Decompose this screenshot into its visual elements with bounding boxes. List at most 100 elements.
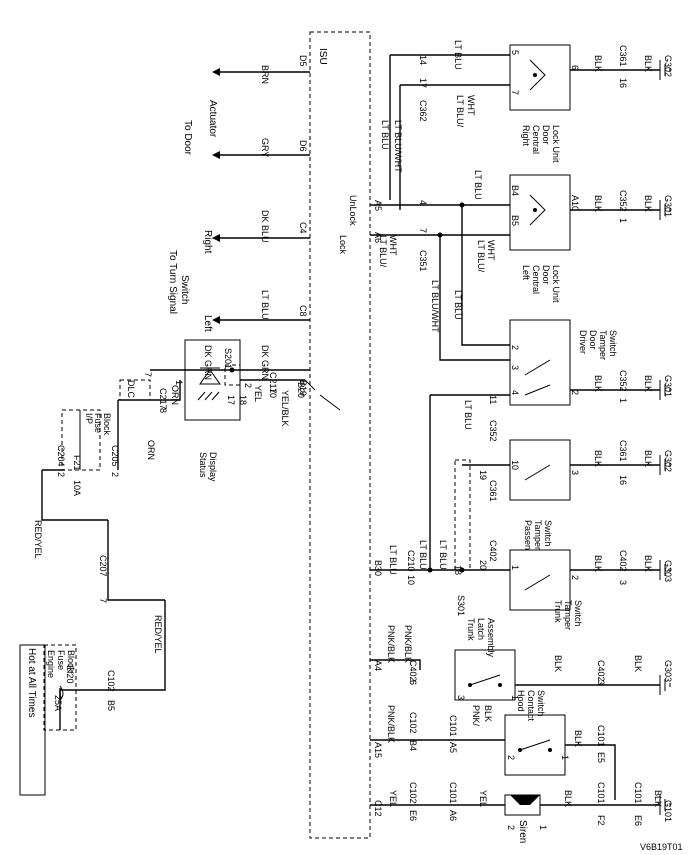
g101-label: G101 <box>663 800 673 822</box>
pin-2-c205: 2 <box>110 472 120 477</box>
pin-5-right: 5 <box>510 50 520 55</box>
engine-fuse-label-1: Engine <box>46 650 56 678</box>
c204-label: C204 <box>56 445 66 467</box>
a4-pin: A4 <box>373 660 383 671</box>
orn-label-2: ORN <box>170 385 180 405</box>
hood-label-1: Hood <box>516 690 526 712</box>
engine-fuse-label-2: Fuse <box>56 650 66 670</box>
c361-label-3: C361 <box>618 440 628 462</box>
c207-label: C207 <box>98 555 108 577</box>
c402-label-trunk2: C402 <box>488 540 498 562</box>
pin-8-c217: 8 <box>158 408 168 413</box>
passenger-label-2: Tamper <box>533 520 543 550</box>
c101-label-2: C101 <box>596 725 606 747</box>
fuse-ef20-symbol <box>59 685 64 701</box>
dlc-label: DLC <box>126 380 136 399</box>
s301-label: S301 <box>456 595 466 616</box>
trunk-latch-label-2: Latch <box>476 618 486 640</box>
b30-pin: B30 <box>373 560 383 576</box>
lock-label: Lock <box>338 235 348 255</box>
lt-blu-left-label: LT BLU <box>473 170 483 200</box>
blk-label-latch-2: BLK <box>633 655 643 672</box>
b4-pin-c102: B4 <box>408 740 418 751</box>
pin-14-c362: 14 <box>418 55 428 65</box>
status-display-box <box>184 339 241 421</box>
yel-label-2: YEL <box>388 790 398 807</box>
pin-2-status: 2 <box>243 383 253 388</box>
turn-signal-label-2: Switch <box>179 275 190 304</box>
blk-left-1: BLK <box>593 195 603 212</box>
lt-blu-wht-driver: LT BLU/WHT <box>430 280 440 333</box>
lt-blu-trunk-2: LT BLU <box>418 540 428 570</box>
c361-label-2: C361 <box>488 480 498 502</box>
lt-blu-slash-right: LT BLU/ <box>455 95 465 128</box>
pin-2-driver-out: 2 <box>570 390 580 395</box>
fuse-ef20-label: Ef20 <box>65 665 75 684</box>
driver-label-2: Door <box>588 330 598 350</box>
blk-driver-2: BLK <box>643 375 653 392</box>
pin-1-latch: 1 <box>510 695 520 700</box>
wht-isu: WHT <box>388 235 398 256</box>
c102-label-3: C102 <box>408 782 418 804</box>
pin-4-c351: 4 <box>418 200 428 205</box>
left-central-label-4: Lock Unit <box>551 265 561 303</box>
orn-label-1: ORN <box>146 440 156 460</box>
c402-label-3: C402 <box>618 550 628 572</box>
pin-7-dlc: 7 <box>143 372 153 377</box>
pin-1-c352-b: 1 <box>618 398 628 403</box>
brn-label: BRN <box>260 65 270 84</box>
a15-pin: A15 <box>373 742 383 758</box>
c8-pin: C8 <box>298 305 308 317</box>
pin-16-c361-a: 16 <box>618 78 628 88</box>
right-central-lock-box <box>509 44 571 111</box>
s201-splice <box>224 364 241 386</box>
e6-pin-c101: E6 <box>633 815 643 826</box>
gry-label: GRY <box>260 138 270 157</box>
unlock-label: UnLock <box>348 195 358 226</box>
s301-splice <box>454 459 471 571</box>
pnk-blk-label-2: PNK/BLK <box>403 625 413 663</box>
c4-pin: C4 <box>298 222 308 234</box>
pin-1-status: 1 <box>174 380 184 385</box>
blk-right-1: BLK <box>593 55 603 72</box>
lt-blu-right-label: LT BLU <box>453 40 463 70</box>
ip-fuse-label-3: Block <box>102 413 112 436</box>
left-central-label-2: Central <box>531 265 541 294</box>
g301-label-2: G301 <box>663 375 673 397</box>
pin-18-s301: 18 <box>453 565 463 575</box>
lt-blu-label-turn: LT BLU <box>260 290 270 320</box>
lt-blu-wht-vert-label: LT BLU/WHT <box>393 120 403 173</box>
dlc-outline <box>119 379 151 401</box>
fuse-f21-rating: 10A <box>72 480 82 496</box>
pin-7-c351: 7 <box>418 228 428 233</box>
s201-label: S201 <box>223 348 233 369</box>
pin-3-driver: 3 <box>510 365 520 370</box>
pin-17-s201: 17 <box>226 395 236 405</box>
pin-19-c361: 19 <box>478 470 488 480</box>
d6-pin: D6 <box>298 140 308 152</box>
b5-pin-left: B5 <box>510 215 520 226</box>
lt-blu-trunk-1: LT BLU <box>388 545 398 575</box>
pin-2-siren: 2 <box>506 825 516 830</box>
e6-pin-c102: E6 <box>408 810 418 821</box>
yel-blk-label: YEL/BLK <box>280 390 290 427</box>
red-yel-wire-upper <box>41 470 108 521</box>
b4-pin-left: B4 <box>510 185 520 196</box>
c101-label-5: C101 <box>633 782 643 804</box>
c102-lbl-1: C102 <box>106 670 116 692</box>
pin-4-driver: 4 <box>510 390 520 395</box>
trunk-tamper-label-2: Tamper <box>563 600 573 630</box>
pin-7-right: 7 <box>510 90 520 95</box>
hot-at-all-times-box <box>19 644 46 796</box>
pin-1-trunk: 1 <box>510 565 520 570</box>
pin-2-driver: 2 <box>510 345 520 350</box>
pin-2-hood: 2 <box>506 755 516 760</box>
fuse-ef20-rating: 25A <box>53 695 63 711</box>
c402-label-trunk: C402 <box>408 660 418 682</box>
ground-symbols <box>659 60 671 815</box>
yel-label-3: YEL <box>478 790 488 807</box>
hood-label-2: Contact <box>526 690 536 722</box>
left-central-label-3: Door <box>541 265 551 285</box>
pin-16-c361-b: 16 <box>618 475 628 485</box>
